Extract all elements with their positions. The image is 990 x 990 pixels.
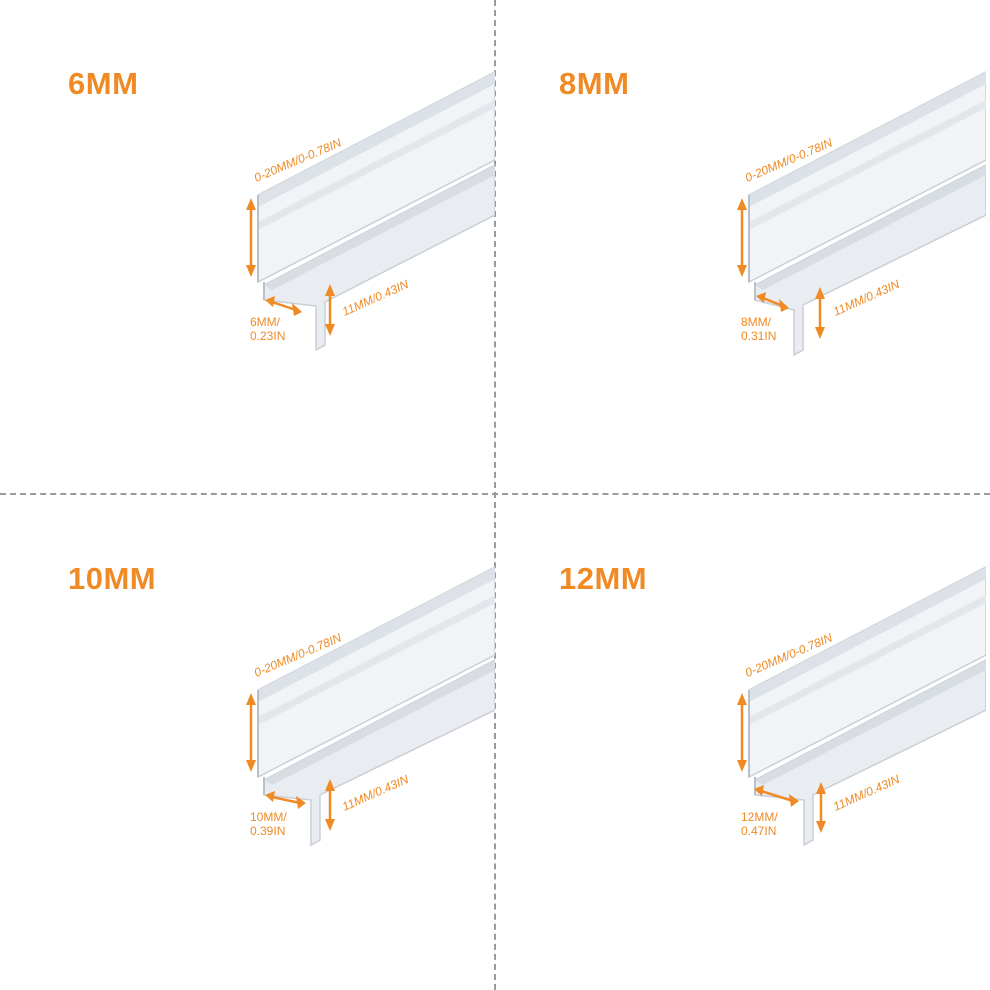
- seal-strip-illustration: [246, 71, 495, 352]
- panel-10mm: 10MM 0-20MM/0-: [0, 495, 495, 990]
- vertical-divider: [494, 0, 496, 990]
- size-title: 6MM: [68, 66, 139, 101]
- seal-strip-illustration: [737, 566, 986, 847]
- glass-thickness-label: 8MM/ 0.31IN: [741, 315, 777, 343]
- horizontal-divider: [0, 493, 990, 495]
- panel-12mm: 12MM 0-20MM/0-: [491, 495, 986, 990]
- seal-strip-illustration: [246, 566, 495, 847]
- seal-strip-illustration: [737, 71, 986, 357]
- size-title: 8MM: [559, 66, 630, 101]
- glass-thickness-label: 6MM/ 0.23IN: [250, 315, 286, 343]
- glass-thickness-label: 10MM/ 0.39IN: [250, 810, 287, 838]
- panel-8mm: 8MM 0-20MM/0-0: [491, 0, 986, 495]
- size-title: 12MM: [559, 561, 648, 596]
- glass-thickness-label: 12MM/ 0.47IN: [741, 810, 778, 838]
- size-title: 10MM: [68, 561, 157, 596]
- panel-6mm: 6MM 0-20MM/0-0: [0, 0, 495, 495]
